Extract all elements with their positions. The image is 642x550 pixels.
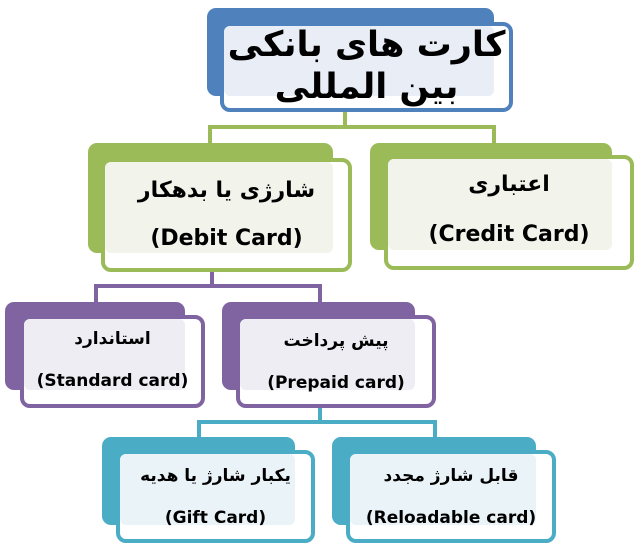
connector-debit-to-prepaid xyxy=(318,284,322,302)
connector-prepaid-bar xyxy=(197,420,437,424)
node-root-international-bank-cards: کارت های بانکی بین المللی xyxy=(0,0,642,120)
standard-label-en: (Standard card) xyxy=(36,371,189,391)
connector-debit-bar xyxy=(94,284,242,288)
prepaid-label-fa: پیش پرداخت xyxy=(283,330,389,351)
connector-prepaid-to-reloadable xyxy=(433,420,437,437)
node-reloadable-text: قابل شارژ مجدد (Reloadable card) xyxy=(346,450,556,543)
node-root-tint xyxy=(224,26,494,96)
debit-label-en: (Debit Card) xyxy=(150,226,303,251)
reloadable-label-fa: قابل شارژ مجدد xyxy=(383,465,519,486)
connector-debit-stem xyxy=(210,272,214,288)
node-credit-card: اعتباری (Credit Card) xyxy=(370,143,634,270)
node-debit-tint xyxy=(105,162,333,253)
node-credit-text: اعتباری (Credit Card) xyxy=(384,155,634,265)
node-standard-text: استاندارد (Standard card) xyxy=(20,315,205,405)
node-standard-card: استاندارد (Standard card) xyxy=(5,302,205,408)
debit-label-fa: شارژی یا بدهکار xyxy=(137,178,316,203)
credit-label-en: (Credit Card) xyxy=(428,222,590,247)
connector-root-to-credit xyxy=(492,125,496,143)
node-credit-tint xyxy=(388,159,612,250)
gift-label-en: (Gift Card) xyxy=(164,507,267,528)
node-gift-text: یکبار شارژ یا هدیه (Gift Card) xyxy=(116,450,315,543)
connector-root-to-debit xyxy=(208,125,212,143)
node-prepaid-text: پیش پرداخت (Prepaid card) xyxy=(236,315,436,408)
node-reloadable-tint xyxy=(350,454,536,525)
node-root-text: کارت های بانکی بین المللی xyxy=(220,18,513,114)
connector-prepaid-to-gift xyxy=(197,420,201,437)
credit-label-fa: اعتباری xyxy=(468,172,550,197)
node-gift-tint xyxy=(120,454,295,525)
node-debit-card: شارژی یا بدهکار (Debit Card) xyxy=(88,143,352,272)
reloadable-label-en: (Reloadable card) xyxy=(365,507,537,528)
connector-prepaid-stem xyxy=(318,408,322,422)
node-prepaid-card: پیش پرداخت (Prepaid card) xyxy=(222,302,436,408)
standard-label-fa: استاندارد xyxy=(74,329,151,349)
prepaid-label-en: (Prepaid card) xyxy=(267,372,405,393)
node-prepaid-tint xyxy=(240,319,415,390)
node-debit-text: شارژی یا بدهکار (Debit Card) xyxy=(101,158,352,272)
connector-debit-bar-right xyxy=(210,284,322,288)
connector-root-stem xyxy=(343,112,347,128)
gift-label-fa: یکبار شارژ یا هدیه xyxy=(140,465,291,486)
connector-root-bar xyxy=(208,125,496,129)
connector-debit-to-standard xyxy=(94,284,98,302)
node-standard-tint xyxy=(24,319,185,390)
root-title-line2: بین المللی xyxy=(274,67,459,107)
root-title-line1: کارت های بانکی xyxy=(227,25,506,65)
